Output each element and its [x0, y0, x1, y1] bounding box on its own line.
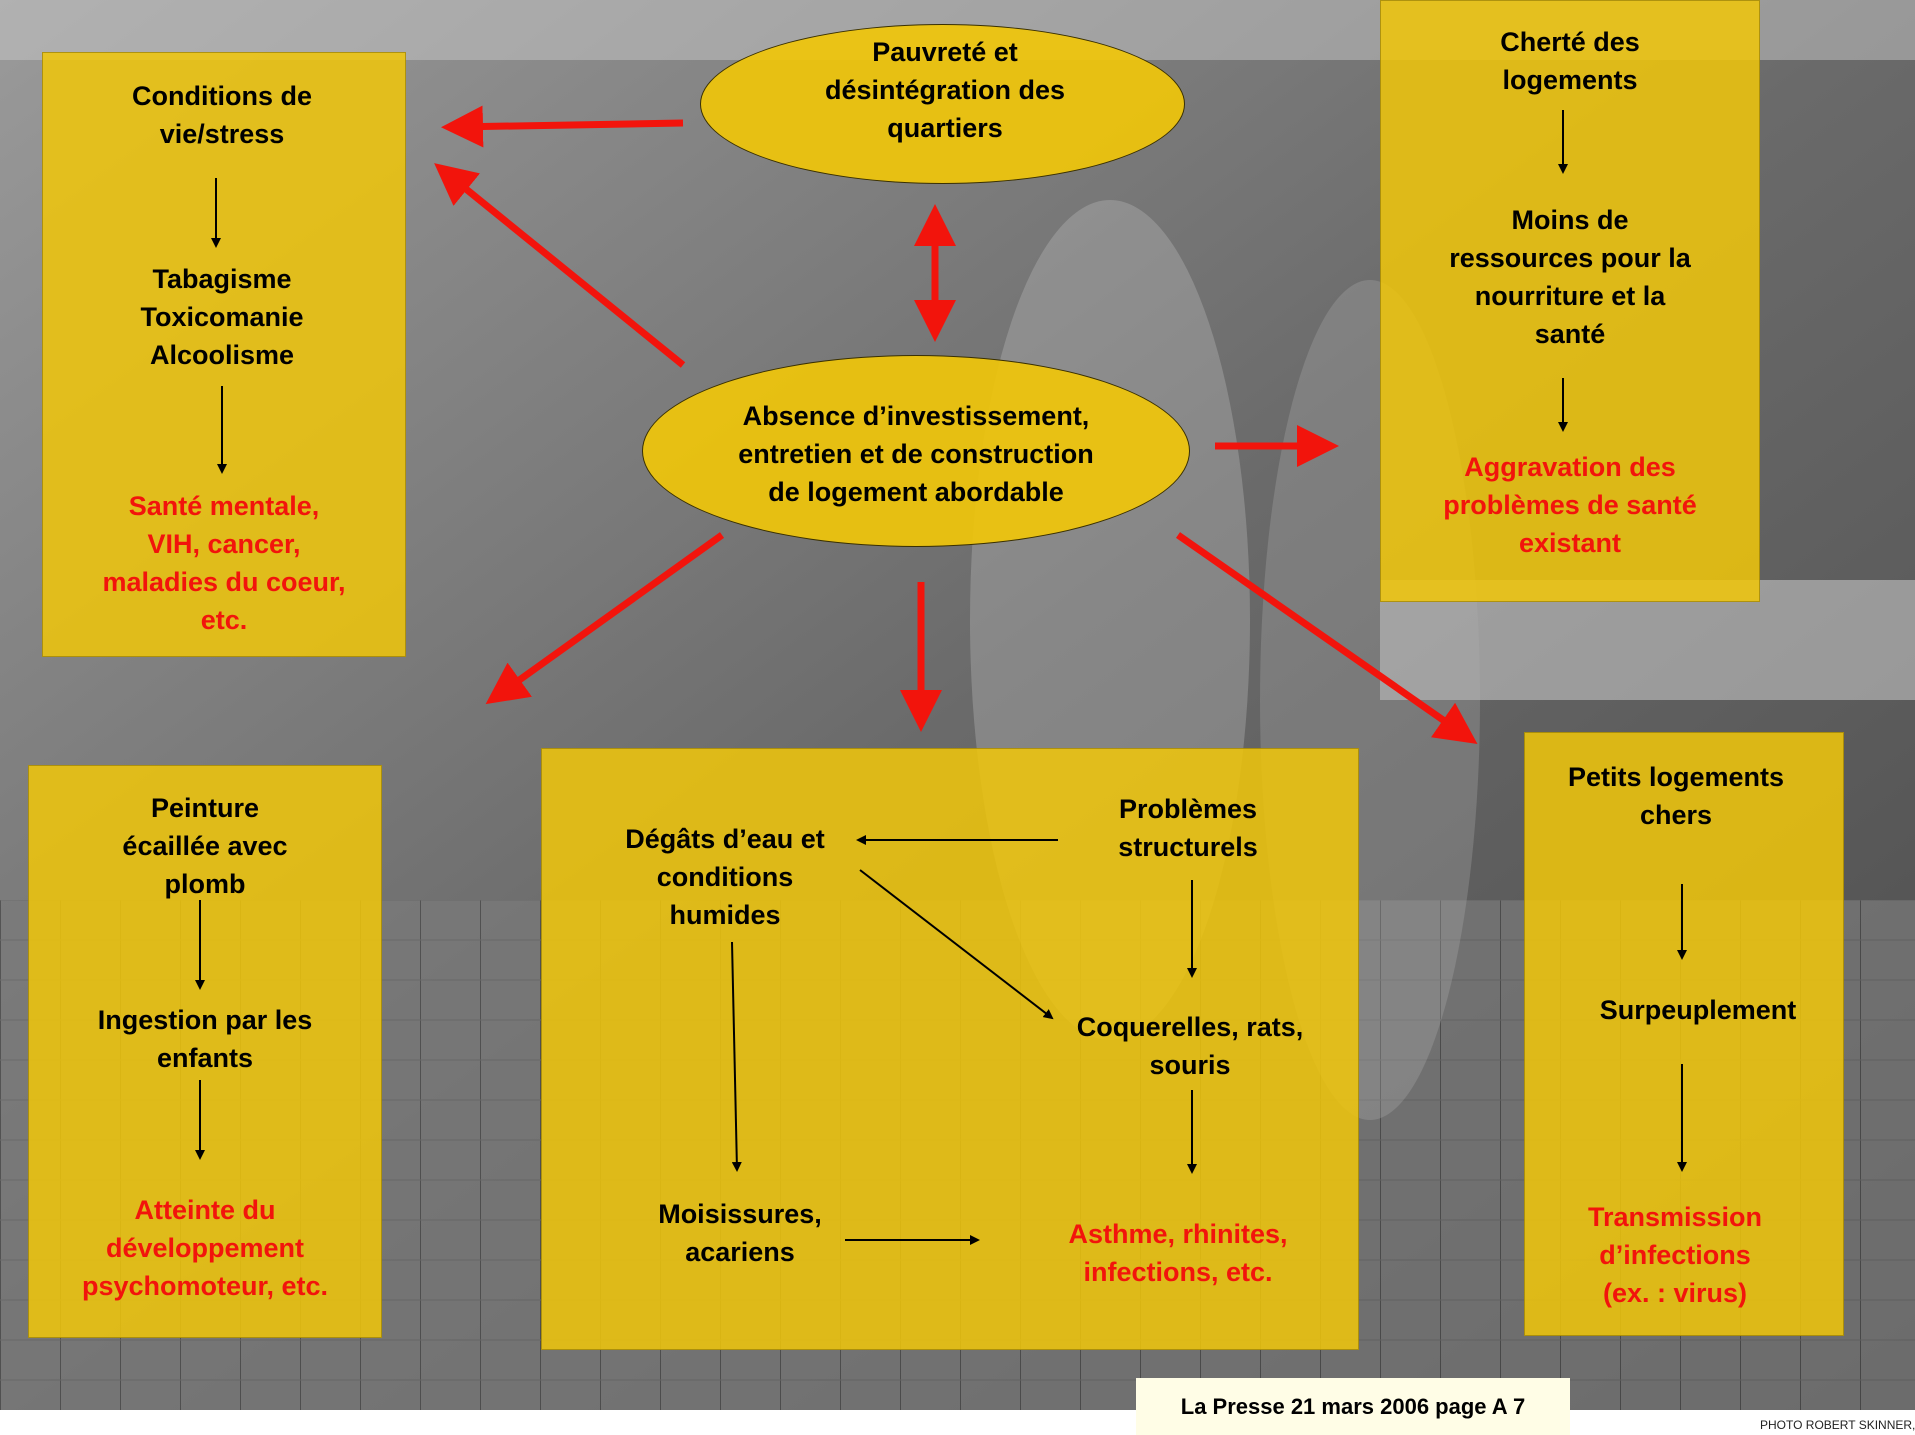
pests-label: Coquerelles, rats, souris: [1076, 1012, 1304, 1080]
small-housing-label: Petits logements chers: [1567, 762, 1785, 830]
less-resources-label: Moins de ressources pour la nourriture e…: [1449, 205, 1691, 349]
poverty-label: Pauvreté et désintégration des quartiers: [824, 37, 1066, 143]
center-bottom-outcome-label: Asthme, rhinites, infections, etc.: [1068, 1219, 1288, 1287]
stress-label: Conditions de vie/stress: [132, 81, 312, 149]
left-top-outcome-label: Santé mentale, VIH, cancer, maladies du …: [102, 491, 346, 635]
lead-paint-label: Peinture écaillée avec plomb: [122, 793, 288, 899]
right-top-outcome-label: Aggravation des problèmes de santé exist…: [1443, 452, 1697, 558]
left-bottom-outcome-label: Atteinte du développement psychomoteur, …: [81, 1195, 329, 1301]
water-damage-label: Dégâts d’eau et conditions humides: [625, 824, 825, 930]
right-top-panel: [1380, 0, 1760, 602]
left-top-panel: [42, 52, 406, 657]
overcrowding-label: Surpeuplement: [1599, 995, 1797, 1025]
housing-cost-label: Cherté des logements: [1500, 27, 1640, 95]
structural-label: Problèmes structurels: [1118, 794, 1258, 862]
poverty-ellipse: [700, 24, 1185, 184]
right-bottom-panel: [1524, 732, 1844, 1336]
source-caption: La Presse 21 mars 2006 page A 7: [1136, 1378, 1570, 1435]
center-bottom-panel: [541, 748, 1359, 1350]
investment-label: Absence d’investissement, entretien et d…: [738, 401, 1094, 507]
photo-credit: PHOTO ROBERT SKINNER, LA PRESSE ©: [1760, 1418, 1915, 1432]
left-bottom-panel: [28, 765, 382, 1338]
ingestion-label: Ingestion par les enfants: [97, 1005, 313, 1073]
investment-ellipse: [642, 355, 1190, 547]
mold-label: Moisissures, acariens: [658, 1199, 822, 1267]
right-bottom-outcome-label: Transmission d’infections (ex. : virus): [1587, 1202, 1763, 1308]
addiction-label: Tabagisme Toxicomanie Alcoolisme: [140, 264, 304, 370]
